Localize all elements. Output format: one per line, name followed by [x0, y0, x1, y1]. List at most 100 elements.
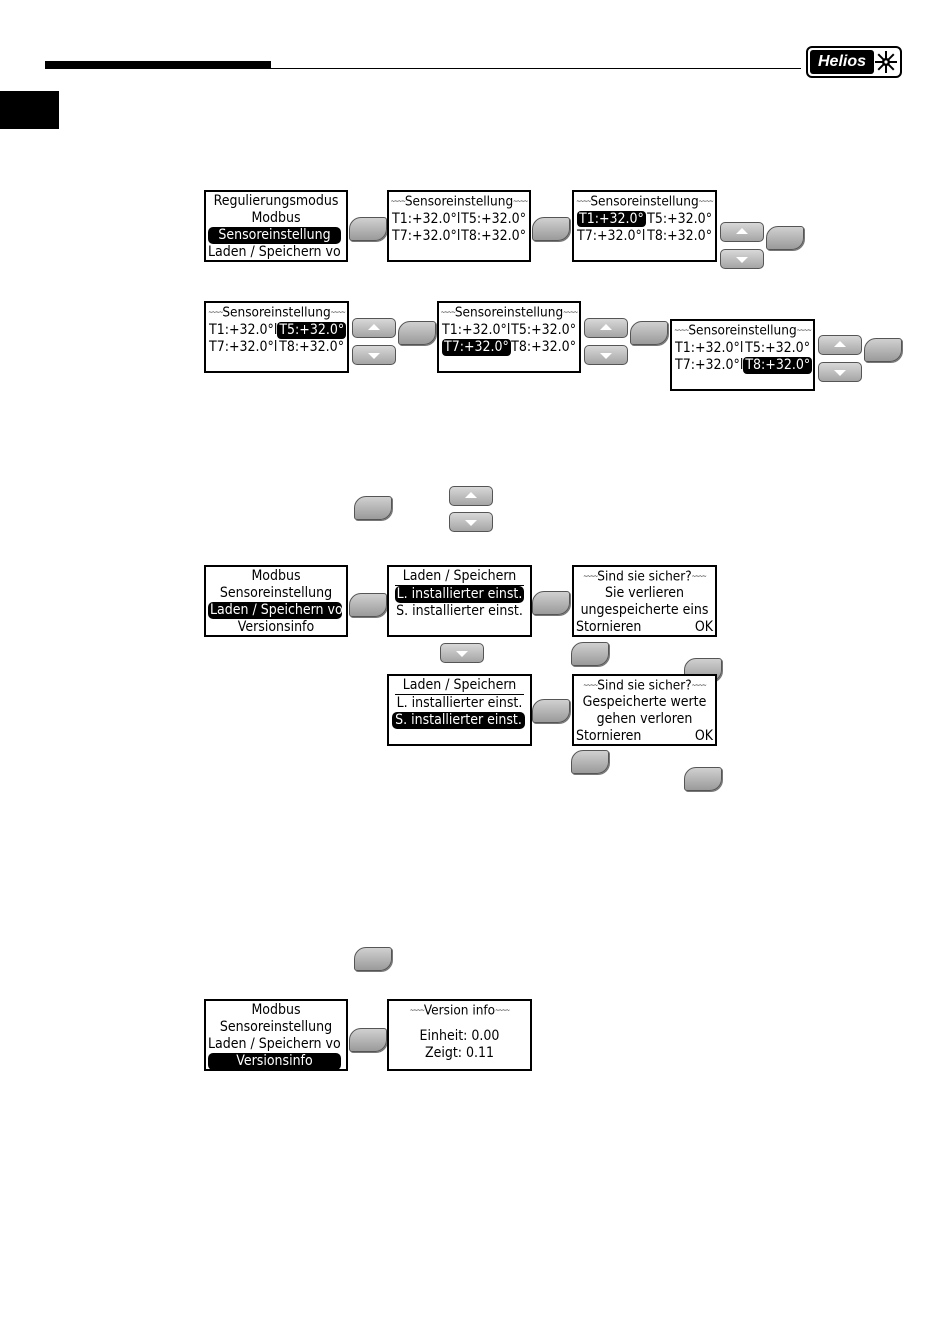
ok-label: OK — [694, 728, 713, 744]
ok-label: OK — [694, 619, 713, 635]
confirm-line-2: gehen verloren — [596, 711, 693, 727]
lcd-menu-versionsinfo: Modbus Sensoreinstellung Laden / Speiche… — [204, 999, 348, 1071]
up-arrow-key[interactable] — [352, 318, 396, 338]
ok-key[interactable] — [684, 767, 722, 791]
screen-title: Sensoreinstellung — [672, 322, 813, 339]
sensor-row-1: T1:+32.0°l T5:+32.0° — [672, 340, 813, 357]
menu-item-modbus: Modbus — [251, 568, 301, 584]
menu-item-laden-speichern: Laden / Speichern vo — [208, 602, 343, 619]
screen-title: Sensoreinstellung — [389, 193, 529, 210]
down-arrow-key-legend[interactable] — [449, 512, 493, 532]
screen-title: Sensoreinstellung — [439, 304, 579, 321]
sensor-row-1: T1:+32.0° T5:+32.0° — [574, 211, 715, 228]
up-arrow-key[interactable] — [720, 222, 764, 242]
screen-title: Laden / Speichern — [402, 677, 517, 693]
enter-key[interactable] — [766, 226, 804, 250]
sensor-row-1: T1:+32.0°l T5:+32.0° — [206, 322, 347, 339]
sensor-t7: T7:+32.0° — [577, 228, 642, 244]
sensor-t8: T8:+32.0° — [279, 339, 344, 355]
sensor-t7: T7:+32.0° — [675, 357, 740, 373]
lcd-confirm-save: Sind sie sicher? Gespeicherte werte gehe… — [572, 674, 717, 746]
down-arrow-key[interactable] — [720, 249, 764, 269]
up-arrow-key-legend[interactable] — [449, 486, 493, 506]
sensor-t8: T8:+32.0° — [647, 228, 712, 244]
lcd-sensor-overview: Sensoreinstellung T1:+32.0°l T5:+32.0° T… — [387, 190, 531, 262]
enter-key[interactable] — [532, 591, 570, 615]
sensor-t1-highlight: T1:+32.0° — [577, 211, 646, 227]
sensor-row-2: T7:+32.0°l T8:+32.0° — [574, 228, 715, 245]
cancel-label: Stornieren — [576, 619, 642, 635]
sensor-row-1: T1:+32.0°l T5:+32.0° — [389, 211, 529, 228]
sep: l — [506, 322, 511, 338]
down-arrow-key[interactable] — [440, 643, 484, 663]
lcd-menu-load-save: Modbus Sensoreinstellung Laden / Speiche… — [204, 565, 348, 637]
sensor-t7-highlight: T7:+32.0° — [442, 339, 511, 356]
enter-key[interactable] — [532, 699, 570, 723]
helios-logo: Helios — [806, 46, 902, 78]
lcd-sensor-t5-selected: Sensoreinstellung T1:+32.0°l T5:+32.0° T… — [204, 301, 349, 373]
down-arrow-key[interactable] — [584, 345, 628, 365]
sep: l — [739, 357, 744, 373]
enter-key-legend[interactable] — [354, 496, 392, 520]
option-save-installed: S. installierter einst. — [392, 712, 525, 729]
sensor-t1: T1:+32.0° — [442, 322, 507, 338]
option-save-installed: S. installierter einst. — [396, 603, 523, 619]
confirm-line-2: ungespeicherte eins — [580, 602, 709, 618]
lcd-load-save-load-selected: Laden / Speichern L. installierter einst… — [387, 565, 532, 637]
sensor-t5: T5:+32.0° — [511, 322, 576, 338]
menu-item-laden-speichern: Laden / Speichern vo — [208, 244, 341, 260]
sep: l — [273, 322, 278, 338]
sep: l — [273, 339, 278, 355]
sensor-t7: T7:+32.0° — [209, 339, 274, 355]
enter-key[interactable] — [864, 338, 902, 362]
confirm-actions: Stornieren OK — [574, 619, 715, 635]
lcd-sensor-t8-selected: Sensoreinstellung T1:+32.0°l T5:+32.0° T… — [670, 319, 815, 391]
sensor-t1: T1:+32.0° — [209, 322, 274, 338]
sensor-row-2: T7:+32.0°l T8:+32.0° — [389, 228, 529, 245]
option-load-installed: L. installierter einst. — [396, 695, 523, 711]
sep: l — [739, 340, 744, 356]
header-thick-rule — [45, 61, 271, 69]
enter-key[interactable] — [349, 593, 387, 617]
lcd-confirm-load: Sind sie sicher? Sie verlieren ungespeic… — [572, 565, 717, 637]
menu-item-versionsinfo: Versionsinfo — [208, 1053, 341, 1069]
sep: l — [456, 211, 461, 227]
sep: l — [641, 228, 646, 244]
logo-wordmark: Helios — [810, 50, 874, 74]
up-arrow-key[interactable] — [818, 335, 862, 355]
sensor-t5-highlight: T5:+32.0° — [277, 322, 347, 339]
cancel-key[interactable] — [571, 642, 609, 666]
screen-title: Laden / Speichern — [402, 568, 517, 584]
confirm-actions: Stornieren OK — [574, 728, 715, 744]
sensor-t8-highlight: T8:+32.0° — [743, 357, 813, 374]
sensor-t1: T1:+32.0° — [392, 211, 457, 227]
enter-key-legend[interactable] — [354, 947, 392, 971]
chapter-tab — [0, 91, 59, 129]
up-arrow-key[interactable] — [584, 318, 628, 338]
sensor-row-2: T7:+32.0°l T8:+32.0° — [672, 357, 813, 374]
enter-key[interactable] — [349, 217, 387, 241]
screen-title: Version info — [389, 1002, 530, 1019]
enter-key[interactable] — [630, 321, 668, 345]
version-shows: Zeigt: 0.11 — [424, 1045, 495, 1061]
sensor-row-1: T1:+32.0°l T5:+32.0° — [439, 322, 579, 339]
cancel-label: Stornieren — [576, 728, 642, 744]
screen-title: Sensoreinstellung — [574, 193, 715, 210]
down-arrow-key[interactable] — [818, 362, 862, 382]
enter-key[interactable] — [398, 321, 436, 345]
sensor-t8: T8:+32.0° — [511, 339, 576, 355]
confirm-line-1: Sie verlieren — [605, 585, 684, 601]
menu-item-sensoreinstellung: Sensoreinstellung — [219, 585, 333, 601]
title-rule — [395, 585, 524, 586]
sensor-t7: T7:+32.0° — [392, 228, 457, 244]
menu-item-modbus: Modbus — [251, 1002, 301, 1018]
enter-key[interactable] — [349, 1028, 387, 1052]
menu-item-modbus: Modbus — [251, 210, 301, 226]
sensor-t1: T1:+32.0° — [675, 340, 740, 356]
down-arrow-key[interactable] — [352, 345, 396, 365]
cancel-key[interactable] — [571, 750, 609, 774]
menu-item-laden-speichern: Laden / Speichern vo — [208, 1036, 341, 1052]
enter-key[interactable] — [532, 217, 570, 241]
menu-item-sensoreinstellung: Sensoreinstellung — [219, 1019, 333, 1035]
sensor-row-2: T7:+32.0° T8:+32.0° — [439, 339, 579, 356]
